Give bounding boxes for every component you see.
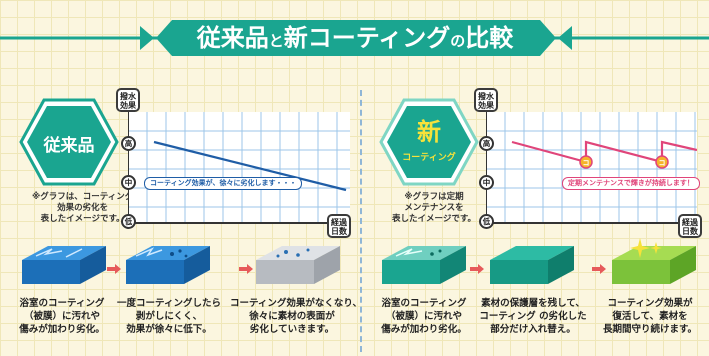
right-hex-label-top: 新 [417,118,441,146]
right-y-axis-label: 撥水効果 [474,88,498,112]
left-y-axis-label: 撥水効果 [116,88,140,112]
right-reset-marker-2: コ [655,155,669,169]
right-hex-label-bottom: コーティング [402,153,456,163]
right-hexagon [379,98,479,186]
left-tick-mid: 中 [121,175,136,190]
left-trend-line [153,140,347,192]
svg-text:コ: コ [583,159,590,167]
right-tile-damaged [382,246,466,284]
left-hex-label: 従来品 [43,136,95,156]
right-x-axis-label: 経過日数 [678,214,702,238]
right-tick-low: 低 [479,214,494,229]
left-chart [128,112,350,224]
right-chart: コ コ [486,112,697,224]
right-tile-restored [612,238,696,284]
sparkle-icon [630,238,650,258]
right-tick-mid: 中 [479,175,494,190]
left-hexagon [19,98,119,186]
right-sawtooth-line [511,140,697,164]
left-tick-low: 低 [121,214,136,229]
left-x-axis-label: 経過日数 [327,214,351,238]
left-callout: コーティング効果が、徐々に劣化します・・・ [144,177,303,190]
right-arrow-2 [592,259,606,274]
page-title: 従来品と新コーティングの比較 [196,24,514,52]
right-callout: 定期メンテナンスで輝きが持続します！ [562,177,700,190]
right-caption-1: 浴室のコーティング（被膜）に汚れや傷みが加わり劣化。 [381,298,467,335]
right-tile-replaced [490,246,574,284]
left-tile-damaged [22,246,106,284]
left-tile-degraded [256,246,340,284]
section-divider [360,90,362,352]
right-tick-high: 高 [479,136,494,151]
left-caption-2: 一度コーティングしたら剥がしにくく、効果が徐々に低下。 [117,298,221,335]
title-banner [0,20,709,56]
left-caption-1: 浴室のコーティング（被膜）に汚れや傷みが加わり劣化。 [19,298,105,335]
left-arrow-1 [107,259,121,274]
left-tile-peeling [126,246,210,284]
left-arrow-2 [239,259,253,274]
right-caption-2: 素材の保護層を残して、コーティング の劣化した部分だけ入れ替え。 [479,298,587,335]
right-note: ※グラフは定期メンテナンスを表したイメージです。 [392,192,476,224]
right-caption-3: コーティング効果が復活して、素材を長期間守り続けます。 [602,298,698,335]
right-arrow-1 [470,259,484,274]
left-caption-3: コーティング効果がなくなり、徐々に素材の表面が劣化していきます。 [230,298,363,335]
right-reset-marker-1: コ [579,155,593,169]
left-note: ※グラフは、コーティング効果の劣化を表したイメージです。 [32,192,134,224]
left-tick-high: 高 [121,136,136,151]
svg-text:コ: コ [659,159,666,167]
